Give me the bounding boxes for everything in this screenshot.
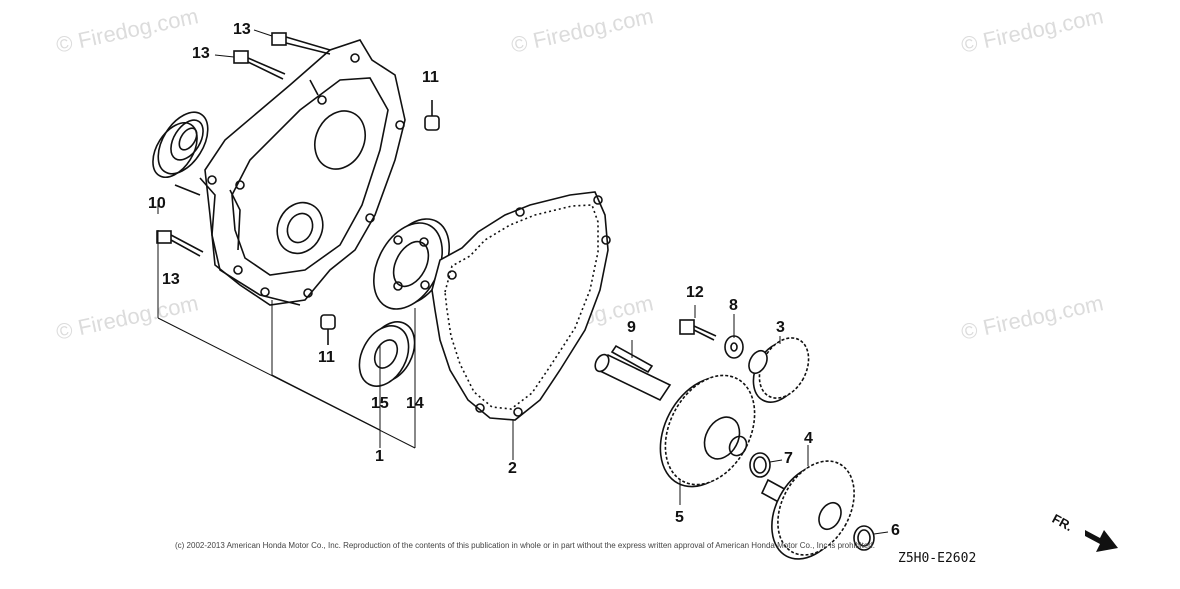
dowel-pin-11-top — [424, 100, 440, 131]
bearing-14 — [373, 218, 450, 310]
callout-1: 1 — [375, 448, 384, 465]
callout-8: 8 — [729, 297, 738, 314]
gasket-2 — [431, 191, 611, 421]
front-arrow-icon — [1085, 530, 1118, 552]
callout-13: 13 — [192, 45, 210, 62]
callout-13: 13 — [233, 21, 251, 38]
callout-12: 12 — [686, 284, 704, 301]
callout-10: 10 — [148, 195, 166, 212]
washer-8 — [724, 335, 744, 359]
bolt-13-lower — [156, 230, 204, 257]
callout-4: 4 — [804, 430, 813, 447]
callout-14: 14 — [406, 395, 424, 412]
bolt-13-mid — [233, 50, 286, 80]
bearing-15 — [358, 321, 416, 387]
callout-11: 11 — [422, 69, 439, 86]
callout-9: 9 — [627, 319, 636, 336]
bolt-13-top — [271, 32, 331, 55]
ring-6 — [853, 525, 875, 551]
copyright-notice: (c) 2002-2013 American Honda Motor Co., … — [175, 541, 875, 550]
callout-3: 3 — [776, 319, 785, 336]
callout-15: 15 — [371, 395, 389, 412]
shaft-gear-5 — [594, 353, 756, 488]
dowel-pin-11-bottom — [320, 314, 336, 345]
gear-case-cover — [174, 39, 406, 306]
diagram-code: Z5H0-E2602 — [898, 551, 977, 566]
gear-3 — [748, 337, 810, 403]
key-9 — [610, 344, 654, 374]
callout-7: 7 — [784, 450, 793, 467]
bolt-12 — [679, 319, 717, 341]
ring-7 — [749, 452, 771, 478]
oil-seal-10 — [152, 111, 209, 178]
gear-4 — [760, 460, 855, 560]
callout-13: 13 — [162, 271, 180, 288]
callout-2: 2 — [508, 460, 517, 477]
callout-5: 5 — [675, 509, 684, 526]
leader-lines — [157, 29, 889, 535]
callout-11: 11 — [318, 349, 335, 366]
callout-6: 6 — [891, 522, 900, 539]
